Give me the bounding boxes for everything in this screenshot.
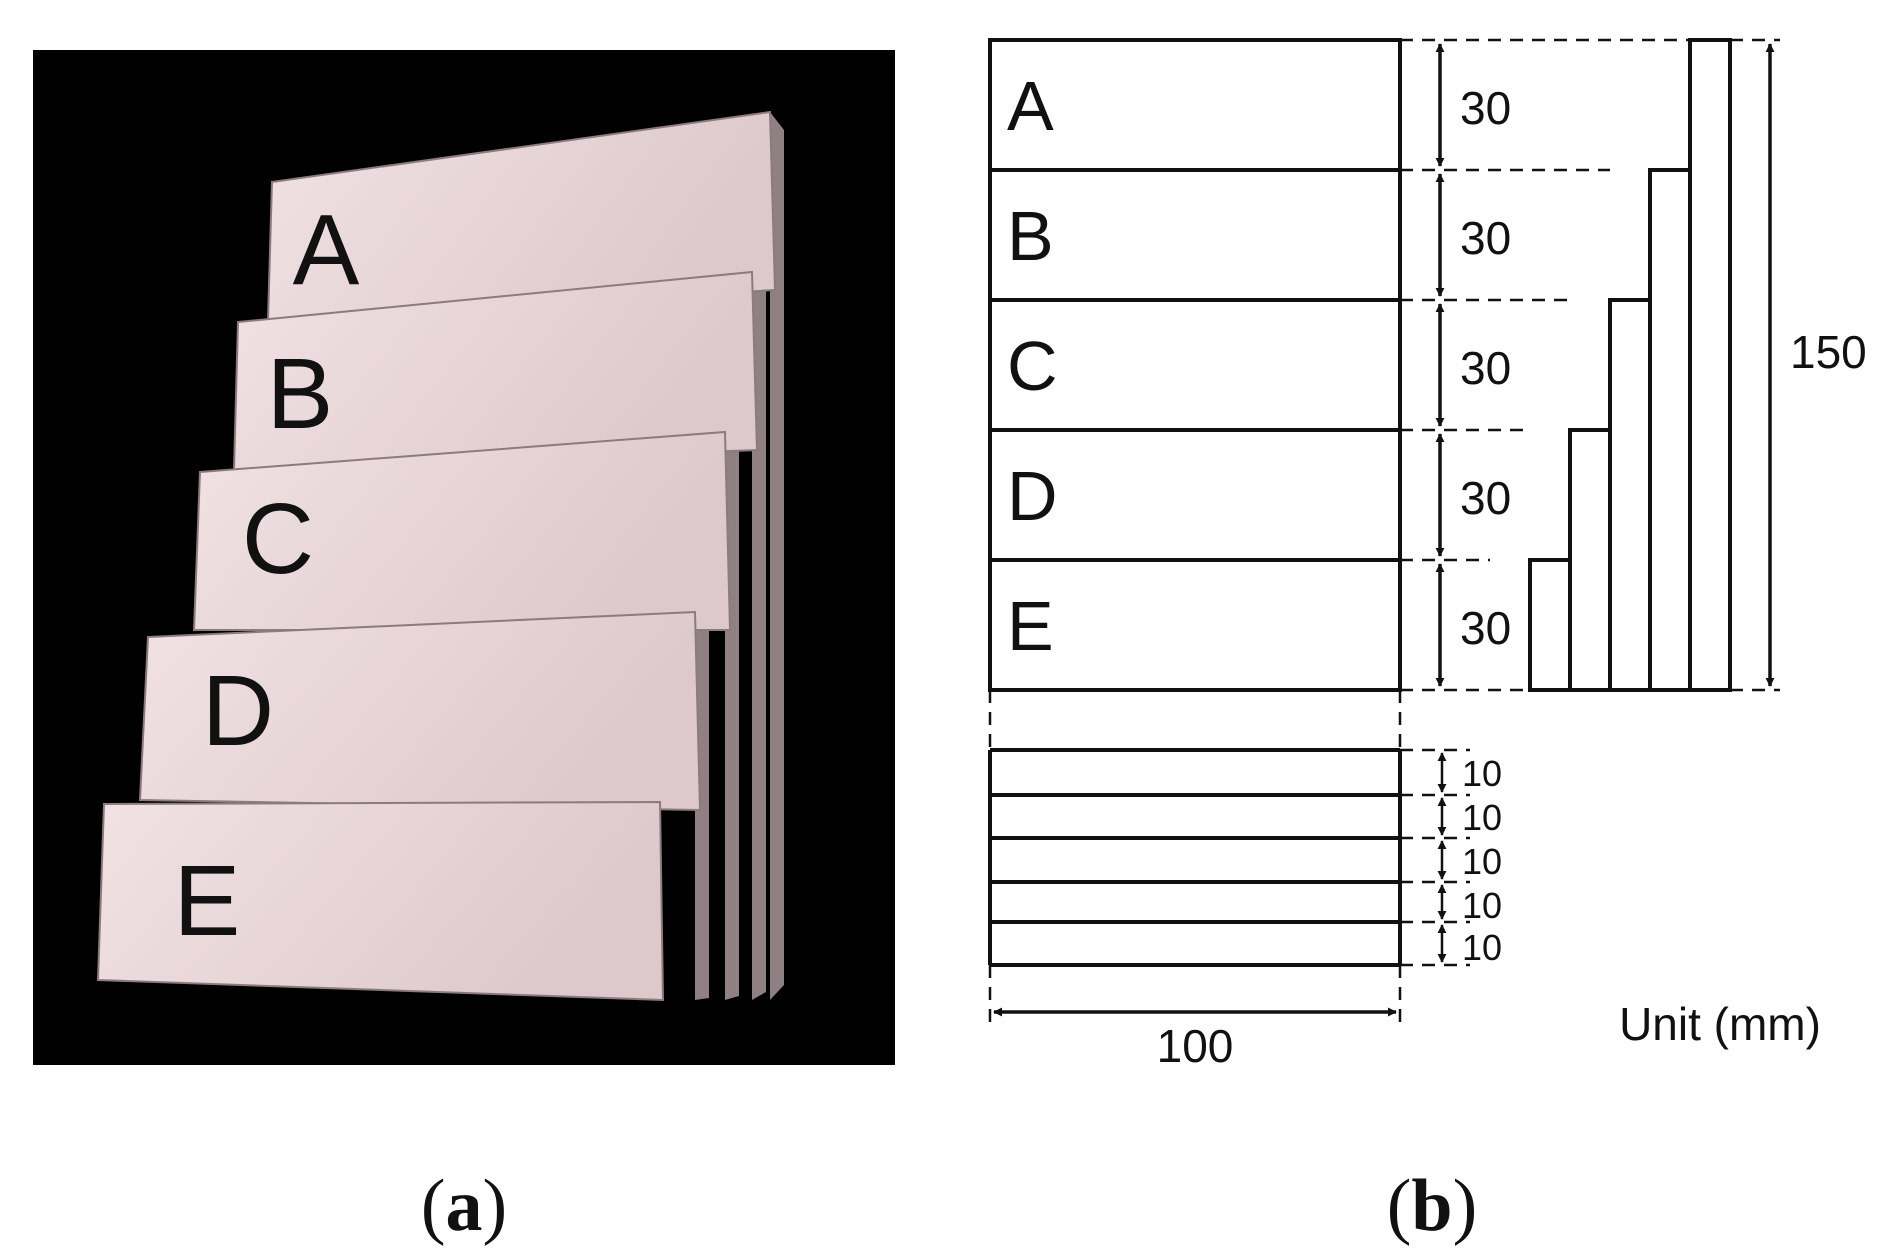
plate-b-label: B bbox=[267, 338, 334, 450]
layer-d-height: 30 bbox=[1460, 472, 1511, 524]
caption-b: (b) bbox=[1387, 1165, 1477, 1247]
total-height-label: 150 bbox=[1790, 326, 1867, 378]
width-label: 100 bbox=[1157, 1020, 1234, 1072]
layer-stack bbox=[988, 38, 1402, 692]
caption-a: (a) bbox=[421, 1165, 507, 1247]
plate-c: C bbox=[192, 430, 732, 631]
layer-c-height: 30 bbox=[1460, 342, 1511, 394]
thin-layer-2-label: 10 bbox=[1462, 797, 1502, 838]
plate-a-label: A bbox=[293, 194, 360, 306]
layer-c-label: C bbox=[1007, 327, 1058, 405]
thin-layer-5-label: 10 bbox=[1462, 927, 1502, 968]
layer-b-height: 30 bbox=[1460, 212, 1511, 264]
plate-c-label: C bbox=[242, 483, 314, 595]
thin-layer-labels: 10 10 10 10 10 bbox=[1462, 753, 1502, 968]
layer-labels: A B C D E bbox=[1007, 67, 1058, 665]
layer-a-height: 30 bbox=[1460, 82, 1511, 134]
thin-layer-4-label: 10 bbox=[1462, 885, 1502, 926]
plate-e-label: E bbox=[174, 845, 241, 957]
panel-a-photo: A B C D E bbox=[33, 50, 895, 1065]
plate-a: A bbox=[266, 110, 777, 322]
layer-e-label: E bbox=[1007, 587, 1054, 665]
layer-d-label: D bbox=[1007, 457, 1058, 535]
plate-e: E bbox=[96, 800, 665, 1002]
thin-layer-stack bbox=[988, 748, 1402, 967]
step-profile bbox=[1528, 38, 1732, 692]
unit-label: Unit (mm) bbox=[1619, 998, 1821, 1050]
layer-e-height: 30 bbox=[1460, 602, 1511, 654]
layer-b-label: B bbox=[1007, 197, 1054, 275]
thin-layer-3-label: 10 bbox=[1462, 841, 1502, 882]
plate-d-label: D bbox=[202, 655, 274, 767]
plate-b: B bbox=[232, 270, 759, 472]
plate-d: D bbox=[138, 610, 702, 812]
layer-a-label: A bbox=[1007, 67, 1054, 145]
plate-edges bbox=[695, 112, 784, 1000]
thin-layer-1-label: 10 bbox=[1462, 753, 1502, 794]
panel-b-schematic bbox=[988, 38, 1780, 1030]
layer-height-labels: 30 30 30 30 30 bbox=[1460, 82, 1511, 654]
